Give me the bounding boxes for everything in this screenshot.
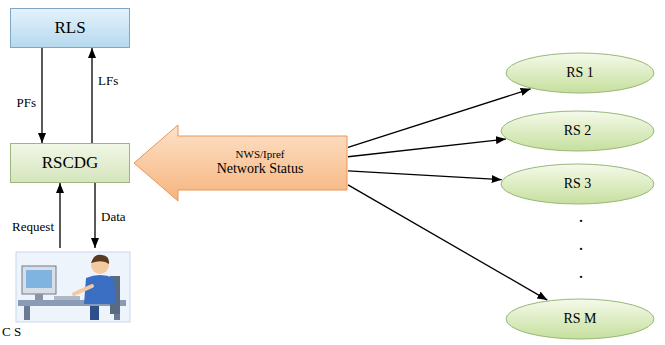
icon-part	[74, 286, 92, 294]
edge-label: Data	[100, 210, 127, 224]
node-label: RLS	[54, 18, 85, 38]
edge-label: PFs	[15, 96, 37, 110]
connector-arrow	[94, 183, 95, 248]
ellipsis-dot: ·	[578, 240, 584, 260]
client-station: C S	[2, 248, 132, 340]
icon-part	[91, 255, 109, 264]
node-label: RS 3	[564, 176, 592, 193]
node-label: Network Status	[217, 161, 304, 178]
ellipse-shape	[501, 111, 654, 151]
edge-label: Request	[11, 220, 55, 234]
connector-arrow	[41, 48, 42, 143]
icon-part	[16, 252, 130, 322]
status-block-arrow: NWS/IprefNetwork Status	[133, 124, 348, 202]
process-box: RLS	[10, 8, 130, 48]
connector-arrow	[348, 139, 506, 157]
ellipse-shape	[501, 164, 654, 204]
ellipse-shape	[506, 299, 654, 339]
node-label: RS 1	[566, 65, 594, 82]
icon-part	[54, 296, 80, 300]
icon-part	[90, 306, 99, 320]
resource-ellipse: RS M	[505, 298, 655, 340]
icon-part	[26, 270, 52, 288]
process-box: RSCDG	[10, 143, 130, 183]
node-label: RSCDG	[42, 153, 99, 173]
status-sublabel: NWS/Ipref	[236, 148, 285, 161]
edge-label: LFs	[97, 74, 119, 88]
node-label: C S	[2, 324, 21, 340]
connector-arrow	[348, 89, 531, 148]
resource-ellipse: RS 2	[500, 110, 655, 152]
node-label: RS 2	[564, 123, 592, 140]
ellipse-shape	[506, 53, 654, 93]
icon-part	[24, 306, 30, 320]
ellipsis-dot: ·	[578, 212, 584, 232]
ellipsis-dot: ·	[578, 268, 584, 288]
computer-user-icon	[2, 248, 132, 340]
icon-part	[22, 266, 56, 294]
node-label: RS M	[563, 311, 596, 328]
resource-ellipse: RS 1	[505, 52, 655, 94]
icon-part	[35, 294, 43, 300]
block-arrow-shape	[134, 125, 347, 201]
connector-arrow	[348, 185, 547, 300]
resource-ellipse: RS 3	[500, 163, 655, 205]
connector-arrow	[91, 48, 92, 143]
connector-arrow	[348, 171, 502, 180]
connector-arrow	[59, 183, 60, 248]
